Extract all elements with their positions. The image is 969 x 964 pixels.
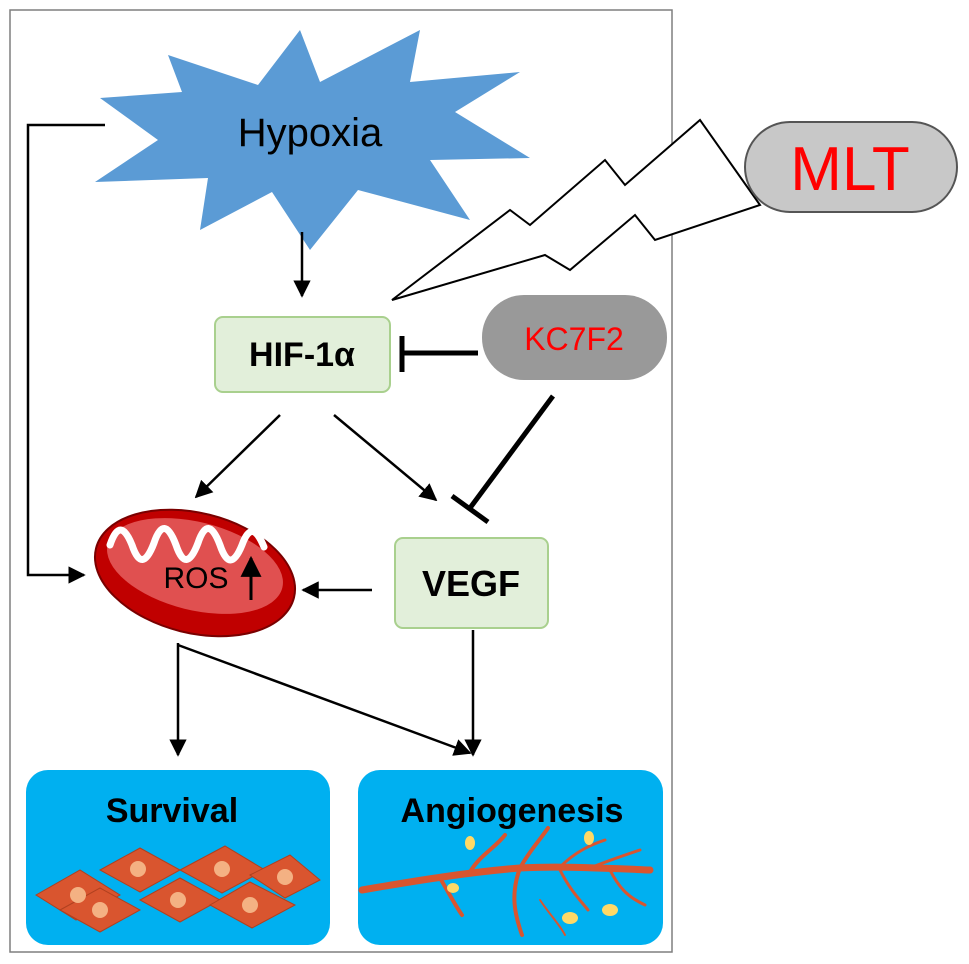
hif-label: HIF-1α [249, 336, 355, 374]
vegf-label: VEGF [422, 563, 520, 604]
hif-node: HIF-1α [214, 316, 391, 393]
angiogenesis-box [358, 770, 663, 945]
arrow-hypoxia-to-ros [26, 123, 105, 584]
cell-nucleus [242, 897, 258, 913]
vessel-dot [602, 904, 618, 916]
hypoxia-node: Hypoxia [95, 30, 530, 250]
cell-nucleus [214, 861, 230, 877]
survival-panel: Survival [26, 770, 330, 945]
hypoxia-label: Hypoxia [238, 111, 383, 155]
angiogenesis-label: Angiogenesis [401, 792, 624, 830]
kc7f2-node: KC7F2 [482, 295, 667, 380]
mlt-node: MLT [744, 121, 958, 213]
cell-cluster [35, 845, 321, 933]
vegf-node: VEGF [394, 537, 549, 629]
arrow-hif-to-vegf [333, 414, 438, 502]
vessel-dot [447, 883, 459, 893]
connectors [26, 123, 482, 757]
inhibit-kc7f2-vegf-bar [450, 493, 490, 525]
mlt-pill [744, 121, 958, 213]
mitochondrion-cristae [106, 525, 268, 564]
arrow-hif-to-ros [194, 414, 281, 499]
vessel-dot [465, 836, 475, 850]
kc7f2-pill [482, 295, 667, 380]
cell-nucleus [70, 887, 86, 903]
lightning-bolt [391, 118, 762, 301]
hif-box [214, 316, 391, 393]
kc7f2-label: KC7F2 [524, 321, 624, 357]
mlt-label: MLT [790, 135, 909, 204]
cell-nucleus [277, 869, 293, 885]
cell-nucleus [92, 902, 108, 918]
inhibitions [399, 336, 556, 525]
arrow-ros-to-angiogenesis [177, 643, 472, 756]
cell-nucleus [170, 892, 186, 908]
vessel-dot [584, 831, 594, 845]
blood-vessel [358, 826, 654, 937]
vessel-dot [562, 912, 578, 924]
mitochondrion-node: ROS [93, 508, 297, 638]
cell-nucleus [130, 861, 146, 877]
hypoxia-starburst [95, 30, 530, 250]
angiogenesis-panel: Angiogenesis [358, 770, 663, 945]
survival-label: Survival [106, 792, 238, 830]
inhibit-kc7f2-vegf [467, 394, 556, 510]
ros-label: ROS [163, 562, 228, 595]
vegf-box [394, 537, 549, 629]
